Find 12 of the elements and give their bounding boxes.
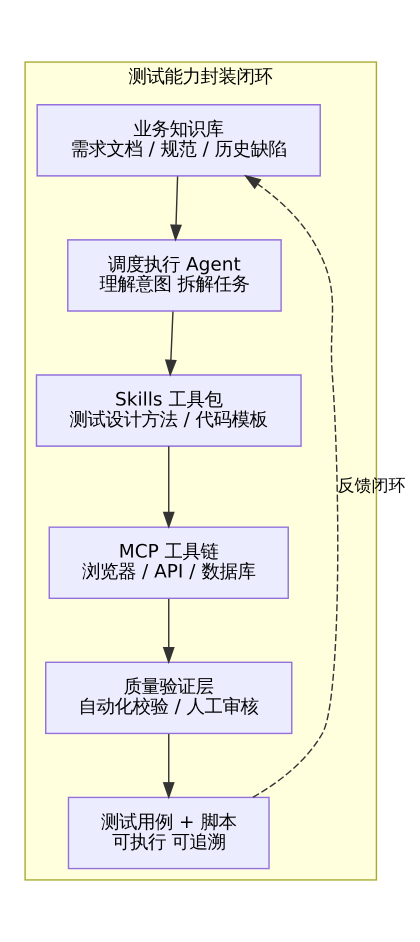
node-box: 业务知识库 需求文档 / 规范 / 历史缺陷 xyxy=(36,104,321,177)
node-box: Skills 工具包 测试设计方法 / 代码模板 xyxy=(36,374,302,447)
node-box: 测试用例 + 脚本 可执行 可追溯 xyxy=(68,796,270,870)
arrow xyxy=(164,312,177,377)
arrow xyxy=(170,176,182,242)
arrow xyxy=(162,446,175,529)
node-box: MCP 工具链 浏览器 / API / 数据库 xyxy=(48,526,289,599)
node-box: 质量验证层 自动化校验 / 人工审核 xyxy=(45,662,292,734)
arrow xyxy=(162,734,175,800)
node-box: 调度执行 Agent 理解意图 拆解任务 xyxy=(67,239,282,312)
arrow xyxy=(162,598,175,664)
arrow xyxy=(244,174,338,798)
